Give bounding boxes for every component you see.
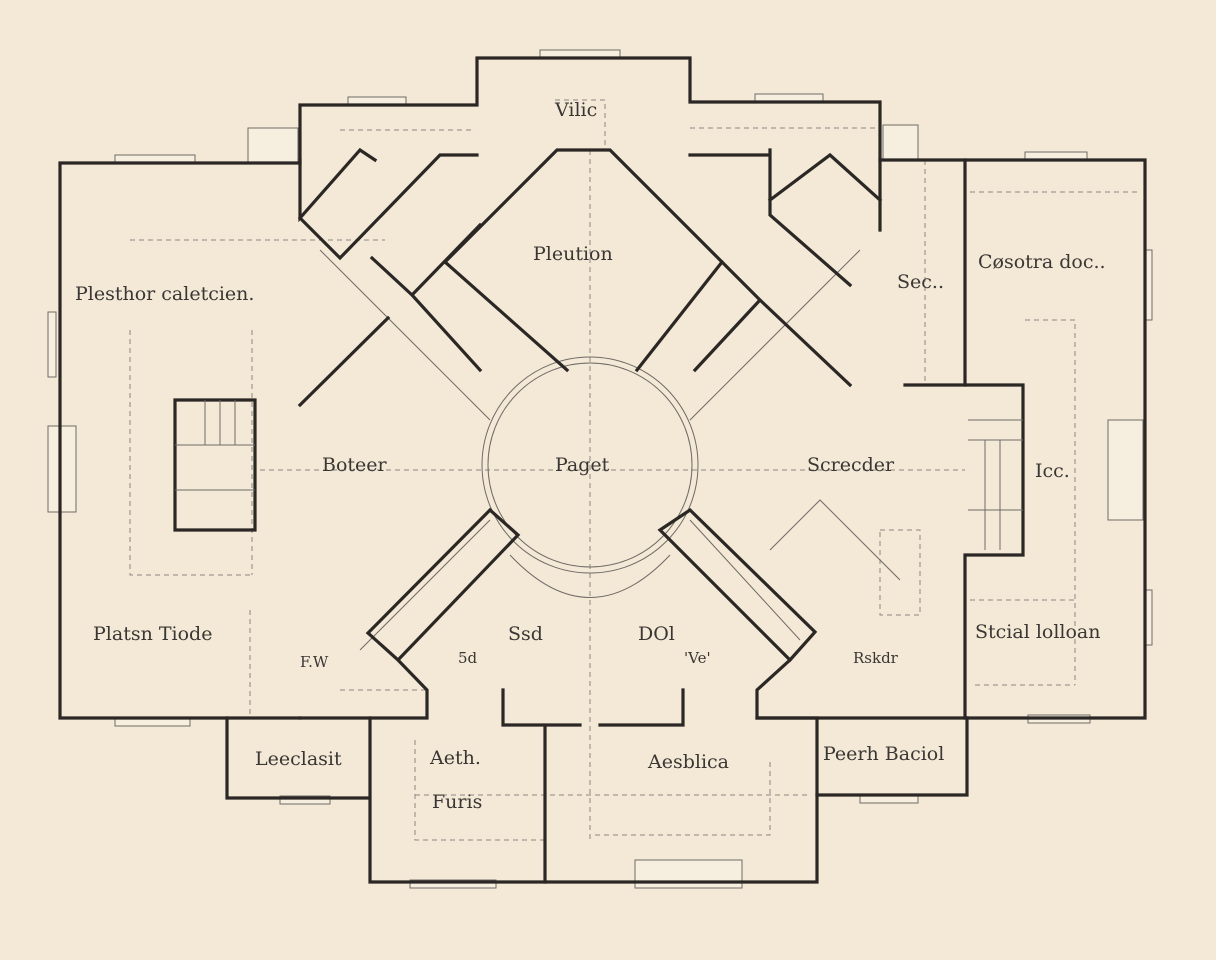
room-label-cosotra: Cøsotra doc.. (978, 251, 1106, 273)
room-label-rskdr: Rskdr (853, 649, 899, 667)
room-label-platsn: Platsn Tiode (93, 623, 212, 645)
room-label-screcder: Screcder (807, 454, 895, 476)
walls (58, 56, 1147, 884)
stairs (175, 400, 1023, 550)
guide-lines (129, 99, 1140, 841)
room-label-ve: 'Ve' (684, 649, 711, 667)
room-label-aeth: Aeth. (429, 747, 481, 769)
room-label-furis: Furis (432, 791, 482, 813)
room-label-plesthor: Plesthor caletcien. (75, 283, 254, 305)
room-label-leeclasit: Leeclasit (255, 748, 342, 770)
room-label-peerh: Peerh Baciol (823, 743, 944, 765)
room-label-stcial: Stcial lolloan (975, 621, 1101, 643)
room-label-aesblica: Aesblica (647, 751, 729, 773)
room-label-dol: DOl (638, 623, 675, 645)
room-labels: Vilic Pleution Sec.. Cøsotra doc.. Plest… (75, 99, 1106, 813)
room-label-5d: 5d (458, 649, 478, 667)
room-label-boteer: Boteer (322, 454, 388, 476)
room-label-fw: F.W (300, 653, 329, 671)
room-label-ssd: Ssd (508, 623, 543, 645)
room-label-pleution: Pleution (533, 243, 613, 265)
room-label-sec: Sec.. (897, 271, 944, 293)
room-label-vilic: Vilic (554, 99, 597, 121)
rotunda (481, 356, 699, 598)
room-label-icc: Icc. (1035, 460, 1070, 482)
room-label-paget: Paget (555, 454, 610, 476)
